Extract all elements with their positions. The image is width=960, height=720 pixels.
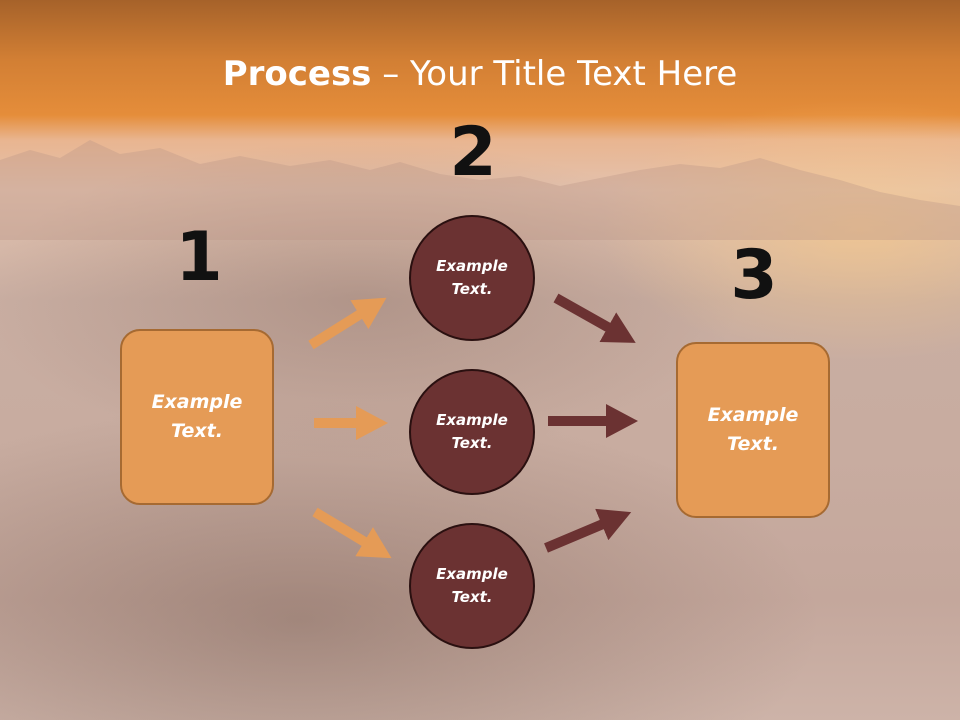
step-1-box[interactable]: Example Text.	[120, 329, 274, 505]
mountain-ridge-backdrop	[0, 140, 960, 240]
step-number-3: 3	[730, 236, 778, 315]
step-2-circle-middle[interactable]: Example Text.	[409, 369, 535, 495]
step-3-box[interactable]: Example Text.	[676, 342, 830, 518]
step-2-circle-bottom[interactable]: Example Text.	[409, 523, 535, 649]
title-bold-part: Process	[222, 54, 372, 94]
step-2-circle-top[interactable]: Example Text.	[409, 215, 535, 341]
title-rest-part: – Your Title Text Here	[371, 54, 738, 94]
step-number-1: 1	[175, 218, 223, 297]
arrow-1-to-top	[308, 297, 387, 350]
circle-bottom-text: Example Text.	[436, 565, 508, 606]
arrow-bottom-to-3	[544, 508, 632, 553]
step-number-2: 2	[449, 113, 497, 192]
slide-title: Process – Your Title Text Here	[0, 52, 960, 96]
step-3-box-text: Example Text.	[707, 404, 799, 455]
circle-middle-text: Example Text.	[436, 411, 508, 452]
arrow-top-to-3	[553, 293, 636, 343]
step-1-box-text: Example Text.	[151, 391, 243, 442]
circle-top-text: Example Text.	[436, 257, 508, 298]
arrow-1-to-bottom	[312, 507, 392, 559]
